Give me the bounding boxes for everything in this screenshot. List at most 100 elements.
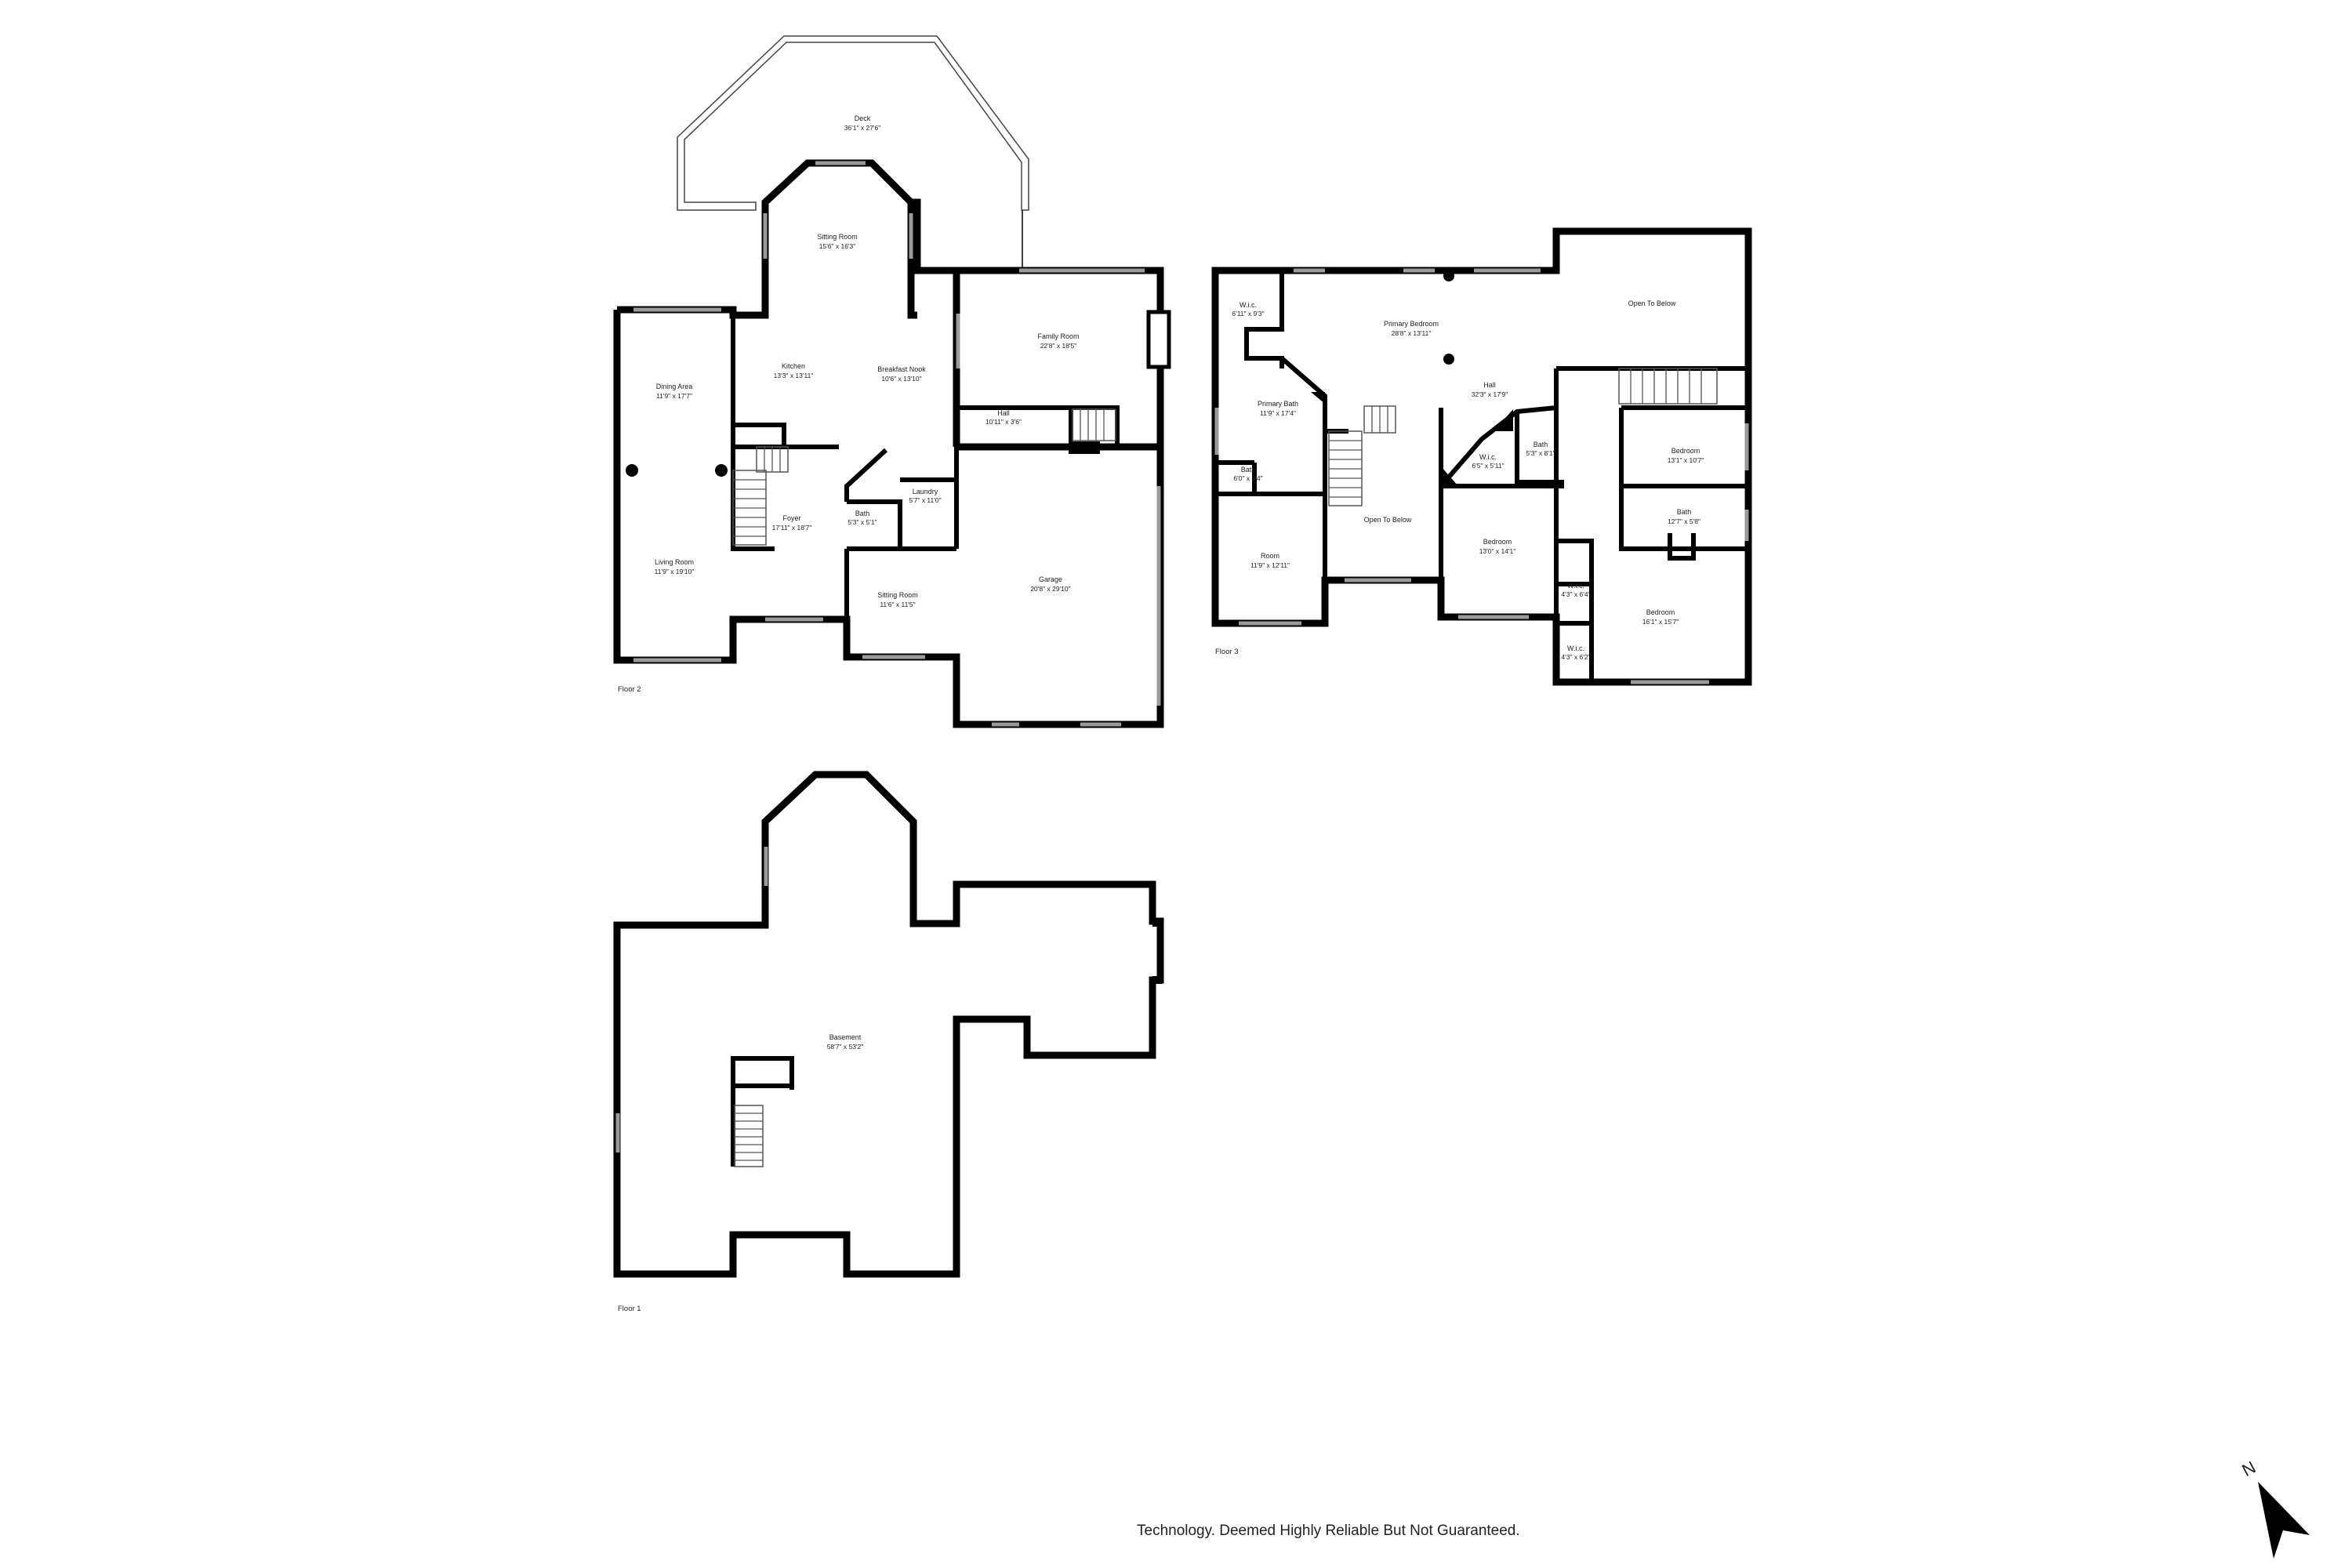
bath-mid-label: Bath 5'3" x 8'1"	[1526, 441, 1555, 457]
floor-2-plan: Deck 36'1" x 27'6" Sitting Room 15'6" x …	[613, 35, 1171, 728]
family-room-fireplace	[1146, 310, 1171, 369]
svg-text:Bedroom: Bedroom	[1483, 538, 1512, 546]
wic-se2-label: W.i.c. 4'3" x 6'2"	[1561, 644, 1590, 661]
hall-floor-2-label: Hall 10'11" x 3'6"	[985, 409, 1022, 426]
svg-text:Living Room: Living Room	[655, 558, 694, 566]
svg-text:5'7" x 11'0": 5'7" x 11'0"	[909, 496, 941, 504]
floor-3-column-hall	[1443, 354, 1454, 365]
svg-text:32'3" x 17'9": 32'3" x 17'9"	[1472, 390, 1508, 398]
svg-text:5'3" x 8'1": 5'3" x 8'1"	[1526, 449, 1555, 457]
svg-text:10'11" x 3'6": 10'11" x 3'6"	[985, 418, 1022, 426]
svg-text:28'8" x 13'11": 28'8" x 13'11"	[1392, 329, 1432, 337]
deck-label: Deck 36'1" x 27'6"	[844, 114, 881, 132]
primary-bath-label: Primary Bath 11'9" x 17'4"	[1258, 400, 1298, 417]
svg-text:W.i.c.: W.i.c.	[1567, 644, 1584, 652]
living-room-label: Living Room 11'9" x 19'10"	[655, 558, 695, 575]
floor-3-wall-corner-bottom	[1441, 466, 1458, 486]
svg-text:Kitchen: Kitchen	[782, 362, 805, 370]
floor-2-stairs	[732, 408, 1116, 546]
floor-2-windows	[633, 161, 1161, 727]
floor-3-label: Floor 3	[1215, 648, 1239, 656]
breakfast-nook-label: Breakfast Nook 10'6" x 13'10"	[877, 365, 926, 383]
svg-text:11'9" x 12'11": 11'9" x 12'11"	[1250, 561, 1290, 569]
sitting-room-top-label: Sitting Room 15'6" x 16'3"	[817, 233, 858, 250]
garage-label: Garage 20'8" x 29'10"	[1030, 575, 1070, 593]
wic-top-label: W.i.c. 6'11" x 9'3"	[1232, 301, 1264, 318]
svg-text:17'11" x 18'7": 17'11" x 18'7"	[772, 524, 812, 532]
wic-mid-label: W.i.c. 6'5" x 5'11"	[1472, 453, 1504, 470]
floor-3-wall-corner-bath	[1311, 392, 1325, 404]
north-label: N	[2239, 1457, 2259, 1481]
svg-text:58'7" x 53'2": 58'7" x 53'2"	[827, 1043, 864, 1051]
svg-text:6'11" x 9'3": 6'11" x 9'3"	[1232, 310, 1264, 318]
north-arrow-icon	[2258, 1482, 2310, 1559]
svg-text:11'9" x 19'10": 11'9" x 19'10"	[655, 568, 695, 575]
svg-text:Bath: Bath	[1677, 508, 1692, 516]
svg-text:Room: Room	[1261, 552, 1279, 560]
bedroom-ne-label: Bedroom 13'1" x 10'7"	[1668, 447, 1704, 464]
svg-text:36'1" x 27'6": 36'1" x 27'6"	[844, 124, 881, 132]
svg-text:Garage: Garage	[1039, 575, 1062, 583]
basement-outer-walls	[613, 771, 1164, 1278]
floor-2-label: Floor 2	[618, 685, 641, 694]
floor-3-windows	[1214, 268, 1749, 684]
svg-text:11'6" x 11'5": 11'6" x 11'5"	[880, 601, 915, 608]
svg-text:16'1" x 15'7": 16'1" x 15'7"	[1642, 618, 1679, 626]
svg-text:Laundry: Laundry	[913, 488, 938, 495]
svg-text:Sitting Room: Sitting Room	[877, 591, 918, 599]
bath-small-label: Bath 6'0" x 3'4"	[1233, 466, 1262, 482]
floor-3-plan: W.i.c. 6'11" x 9'3" Primary Bedroom 28'8…	[1211, 227, 1752, 686]
svg-text:13'1" x 10'7": 13'1" x 10'7"	[1668, 456, 1704, 464]
svg-text:13'3" x 13'11": 13'3" x 13'11"	[774, 372, 814, 379]
svg-text:13'0" x 14'1": 13'0" x 14'1"	[1479, 547, 1516, 555]
hall-floor-3-label: Hall 32'3" x 17'9"	[1472, 381, 1508, 398]
svg-text:12'7" x 5'8": 12'7" x 5'8"	[1668, 517, 1700, 525]
svg-text:10'6" x 13'10": 10'6" x 13'10"	[881, 375, 921, 383]
floor-1-plan: Basement 58'7" x 53'2" Floor 1	[613, 771, 1164, 1313]
room-label: Room 11'9" x 12'11"	[1250, 552, 1290, 569]
basement-label: Basement 58'7" x 53'2"	[827, 1033, 864, 1051]
svg-text:6'5" x 5'11": 6'5" x 5'11"	[1472, 462, 1504, 470]
bedroom-se-label: Bedroom 16'1" x 15'7"	[1642, 608, 1679, 626]
open-to-below-mid-label: Open To Below	[1364, 516, 1412, 524]
svg-text:W.i.c.: W.i.c.	[1240, 301, 1257, 309]
svg-text:Breakfast Nook: Breakfast Nook	[877, 365, 926, 373]
floor-2-column-left	[626, 464, 638, 477]
svg-text:Sitting Room: Sitting Room	[817, 233, 858, 241]
floor-3-wall-corner-top	[1494, 409, 1513, 431]
wic-se1-label: W.i.c. 4'3" x 6'4"	[1561, 582, 1590, 598]
floor-2-column-right	[715, 464, 728, 477]
bath-east-label: Bath 12'7" x 5'8"	[1668, 508, 1700, 525]
svg-text:4'3" x 6'2": 4'3" x 6'2"	[1561, 653, 1590, 661]
basement-pilaster-bottom	[1152, 976, 1162, 984]
svg-text:Bedroom: Bedroom	[1646, 608, 1675, 616]
floor-1-label: Floor 1	[618, 1305, 641, 1313]
svg-text:22'8" x 18'5": 22'8" x 18'5"	[1040, 342, 1077, 350]
bedroom-mid-label: Bedroom 13'0" x 14'1"	[1479, 538, 1516, 555]
svg-text:6'0" x 3'4": 6'0" x 3'4"	[1233, 474, 1262, 482]
floor-3-stairs	[1328, 368, 1718, 506]
svg-text:Bedroom: Bedroom	[1671, 447, 1700, 455]
deck-outline	[677, 35, 1029, 211]
svg-text:Hall: Hall	[997, 409, 1010, 417]
dining-area-label: Dining Area 11'9" x 17'7"	[656, 383, 693, 400]
svg-text:W.i.c.: W.i.c.	[1567, 582, 1584, 590]
floor-2-interior-walls	[731, 315, 1120, 619]
foyer-label: Foyer 17'11" x 18'7"	[772, 514, 812, 532]
family-room-label: Family Room 22'8" x 18'5"	[1037, 332, 1079, 350]
svg-text:Basement: Basement	[829, 1033, 862, 1041]
floor-3-column-top	[1443, 270, 1454, 281]
svg-text:Deck: Deck	[855, 114, 871, 122]
bath-floor-2-label: Bath 5'3" x 5'1"	[848, 510, 877, 526]
svg-text:Family Room: Family Room	[1037, 332, 1079, 340]
svg-text:Bath: Bath	[1241, 466, 1256, 474]
north-arrow: N	[2239, 1457, 2310, 1559]
svg-text:Foyer: Foyer	[782, 514, 800, 522]
svg-text:Bath: Bath	[855, 510, 870, 517]
svg-text:11'9" x 17'4": 11'9" x 17'4"	[1260, 409, 1296, 417]
disclaimer-text: Technology. Deemed Highly Reliable But N…	[1137, 1523, 1520, 1539]
svg-text:Hall: Hall	[1483, 381, 1496, 389]
basement-pilaster-top	[1152, 919, 1162, 927]
basement-stairs	[734, 1105, 764, 1167]
